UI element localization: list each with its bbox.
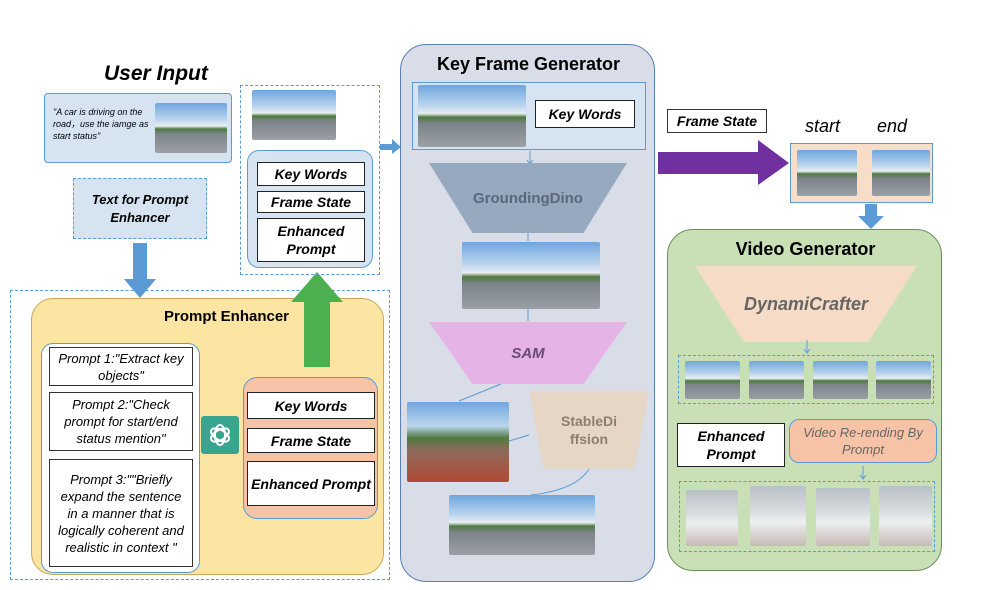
end-frame-image	[872, 150, 930, 196]
vg-frame-3	[813, 361, 868, 399]
output-panel-outer	[240, 85, 380, 275]
frame-state-label: Frame State	[676, 113, 758, 129]
vg-frame-4	[876, 361, 931, 399]
op-key-words-label: Key Words	[274, 166, 348, 182]
start-end-panel	[790, 143, 933, 203]
vg-snow-frame-1	[686, 490, 738, 546]
sam-label: SAM	[511, 344, 545, 362]
kfg-masked-image	[407, 402, 509, 482]
grounding-dino-label: GroundingDino	[473, 189, 583, 207]
video-generator-panel: Video Generator DynamiCrafter Enhanced P…	[667, 229, 942, 571]
vg-arrow-2	[859, 466, 867, 480]
vg-snow-frame-3	[816, 488, 870, 546]
text-for-prompt-enhancer: Text for Prompt Enhancer	[73, 178, 207, 239]
vg-enhanced-prompt-label: Enhanced Prompt	[697, 428, 765, 462]
kfg-input-image	[418, 85, 526, 147]
start-frame-image	[797, 150, 857, 196]
dynamicrafter-label: DynamiCrafter	[743, 293, 869, 314]
start-label: start	[805, 116, 841, 136]
vg-frames-row	[678, 355, 934, 404]
openai-logo-icon	[201, 416, 239, 454]
prompt-2: Prompt 2:"Check prompt for start/end sta…	[49, 392, 193, 451]
vg-rerending-block: Video Re-rending By Prompt	[789, 419, 937, 463]
vg-snow-row	[679, 481, 935, 552]
prompt-3-text: Prompt 3:""Briefly expand the sentence i…	[58, 471, 184, 555]
kfg-grounded-image	[462, 242, 600, 309]
text-for-prompt-enhancer-label: Text for Prompt Enhancer	[91, 191, 189, 225]
op-enhanced-prompt-label: Enhanced Prompt	[277, 223, 345, 257]
pe-frame-state-label: Frame State	[270, 432, 352, 449]
output-panel-inner: Key Words Frame State Enhanced Prompt	[247, 150, 373, 268]
vg-snow-frame-2	[750, 486, 806, 546]
prompt-1-text: Prompt 1:"Extract key objects"	[58, 350, 184, 383]
kfg-input-row: Key Words	[412, 82, 646, 150]
user-input-text: "A car is driving on the road，use the ia…	[53, 107, 149, 141]
vg-snow-frame-4	[879, 486, 932, 546]
output-panel-image	[252, 90, 336, 140]
arrow-down-blue-2	[858, 204, 884, 229]
pe-output-panel: Key Words Frame State Enhanced Prompt	[243, 377, 378, 519]
video-generator-title: Video Generator	[735, 239, 876, 259]
op-frame-state-label: Frame State	[270, 194, 352, 210]
prompt-3: Prompt 3:""Briefly expand the sentence i…	[49, 459, 193, 567]
key-frame-generator-panel: Key Frame Generator Key Words GroundingD…	[400, 44, 655, 582]
arrow-up-green	[291, 272, 343, 367]
op-frame-state: Frame State	[257, 191, 365, 213]
pe-frame-state: Frame State	[247, 428, 375, 453]
kfg-output-image	[449, 495, 595, 555]
stable-diffusion-block: StableDi ffsion	[529, 391, 649, 469]
vg-rerending-label: Video Re-rending By Prompt	[803, 425, 923, 457]
prompt-1: Prompt 1:"Extract key objects"	[49, 347, 193, 386]
vg-frame-1	[685, 361, 740, 399]
vg-enhanced-prompt: Enhanced Prompt	[677, 423, 785, 467]
dynamicrafter-block: DynamiCrafter	[695, 266, 917, 342]
kfg-key-words-label: Key Words	[548, 106, 622, 122]
vg-frame-2	[749, 361, 804, 399]
prompt-enhancer-title: Prompt Enhancer	[164, 308, 290, 325]
kfg-connectors	[458, 233, 590, 496]
end-label: end	[877, 116, 908, 136]
op-key-words: Key Words	[257, 162, 365, 186]
pe-enhanced-prompt-label: Enhanced Prompt	[251, 475, 371, 492]
user-input-image	[155, 103, 227, 153]
arrow-right-small	[380, 139, 401, 154]
key-frame-generator-title: Key Frame Generator	[436, 54, 621, 74]
arrow-down-blue	[124, 243, 156, 298]
user-input-title: User Input	[104, 62, 208, 85]
pe-enhanced-prompt: Enhanced Prompt	[247, 461, 375, 506]
kfg-key-words: Key Words	[535, 100, 635, 128]
pe-key-words-label: Key Words	[274, 397, 348, 414]
arrow-right-purple	[658, 140, 789, 185]
user-input-box: "A car is driving on the road，use the ia…	[44, 93, 232, 163]
prompt-2-text: Prompt 2:"Check prompt for start/end sta…	[64, 397, 178, 446]
prompts-container: Prompt 1:"Extract key objects" Prompt 2:…	[41, 343, 200, 573]
stable-diffusion-label: StableDi ffsion	[560, 413, 617, 447]
pe-key-words: Key Words	[247, 392, 375, 419]
prompt-enhancer-outer	[10, 290, 390, 580]
frame-state-label-box: Frame State	[667, 109, 767, 133]
op-enhanced-prompt: Enhanced Prompt	[257, 218, 365, 262]
vg-arrow-1	[803, 340, 811, 354]
